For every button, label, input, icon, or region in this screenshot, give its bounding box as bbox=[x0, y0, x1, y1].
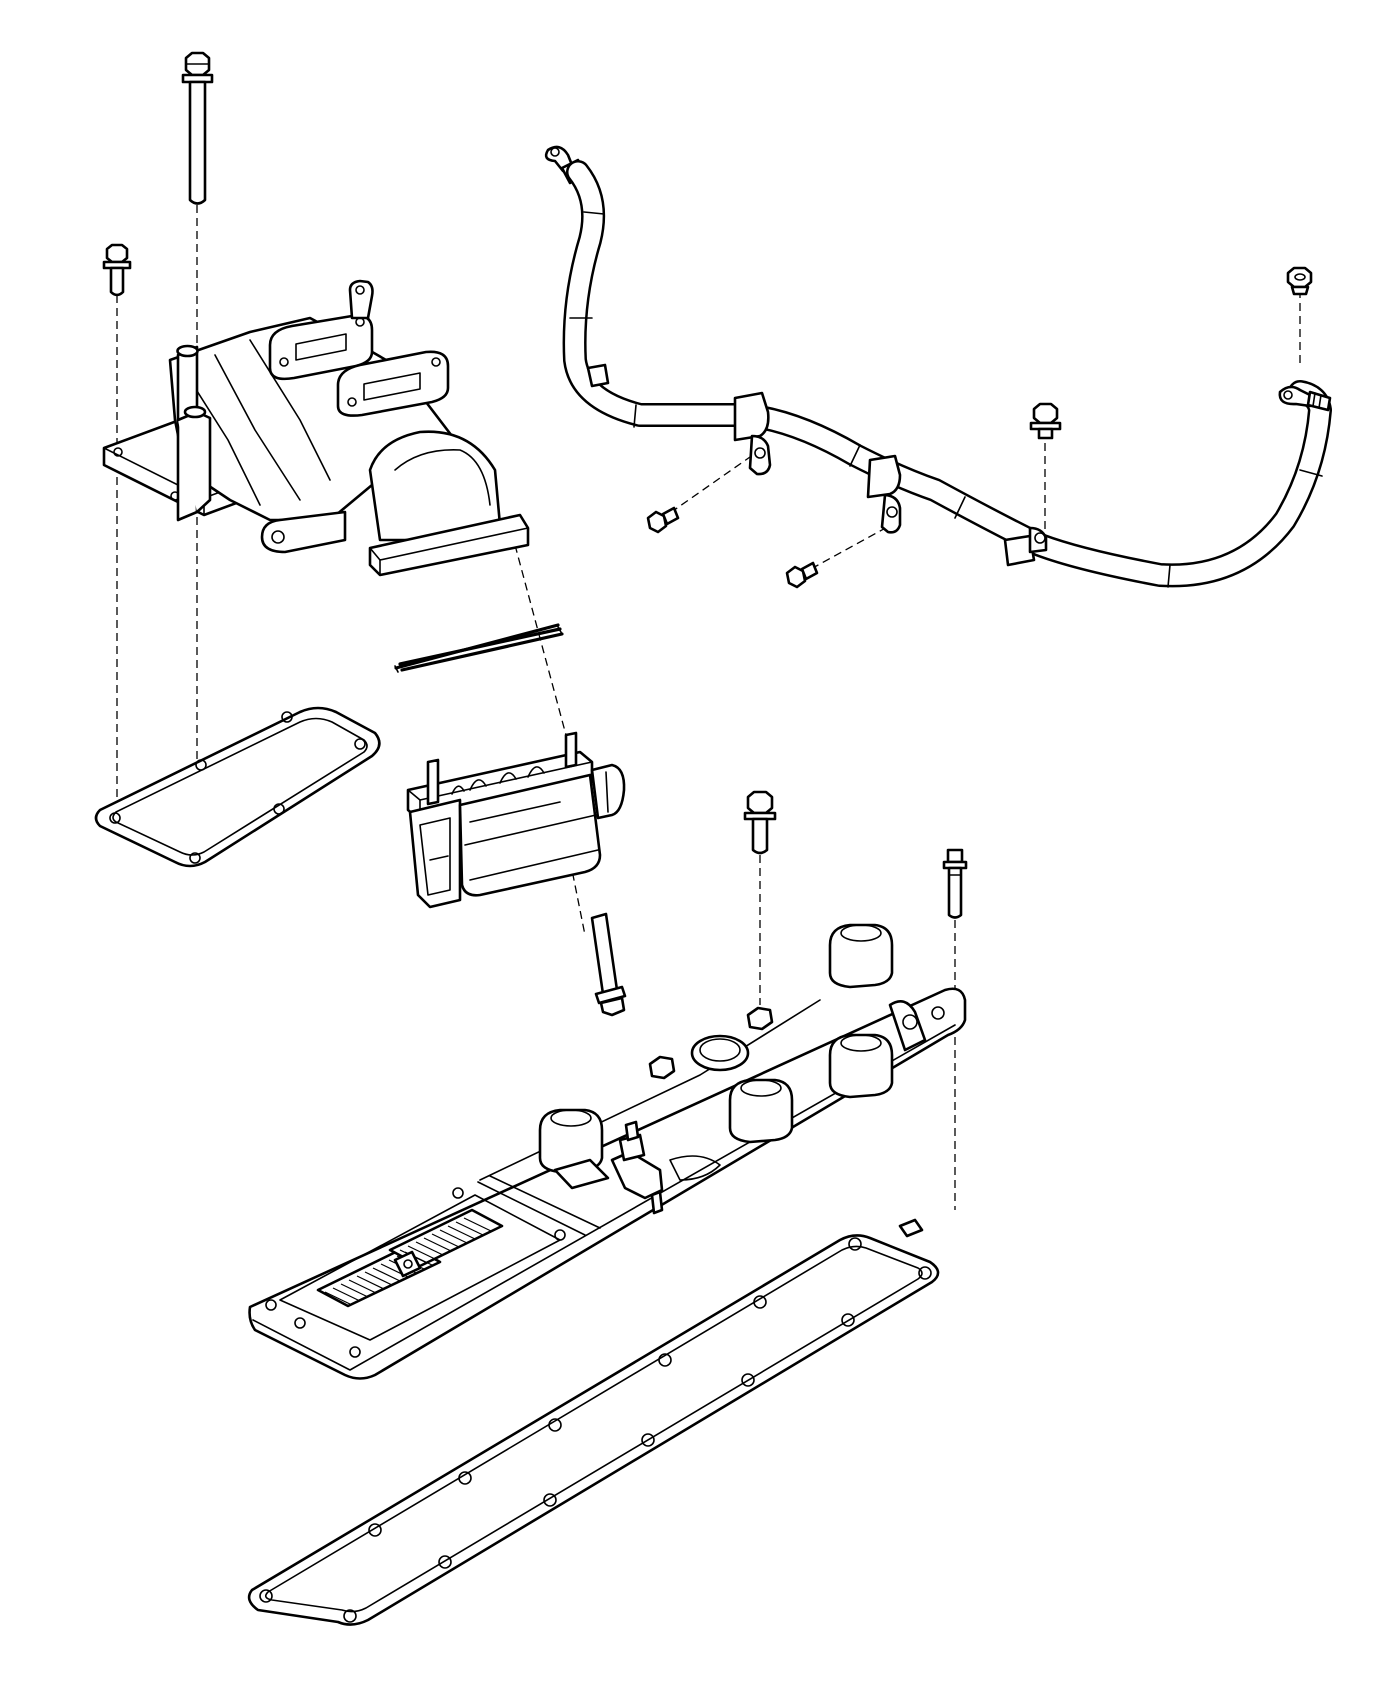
intake-heater-grid bbox=[406, 731, 626, 909]
harness-bolts bbox=[646, 402, 1062, 589]
air-inlet-housing bbox=[102, 279, 530, 577]
heater-bolt bbox=[590, 912, 627, 1017]
long-bolt bbox=[181, 51, 214, 205]
cover-bolt bbox=[743, 790, 777, 855]
square-gasket bbox=[94, 706, 381, 868]
cover-gasket bbox=[247, 1218, 940, 1626]
wiring-harness bbox=[544, 145, 1332, 588]
harness-nut bbox=[1286, 266, 1313, 296]
short-bolt bbox=[102, 243, 132, 297]
stud bbox=[942, 848, 968, 919]
o-ring-seal bbox=[394, 623, 564, 673]
intake-manifold-cover bbox=[248, 923, 967, 1380]
leader-lines bbox=[116, 205, 1301, 1210]
